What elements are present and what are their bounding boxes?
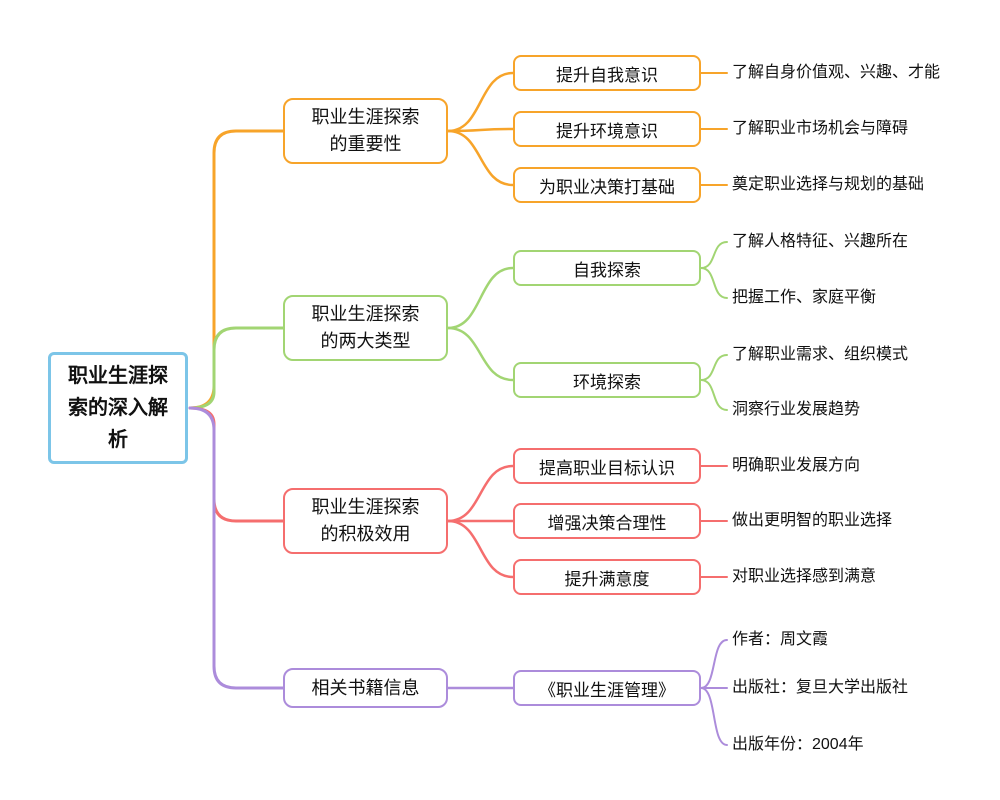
child-node-goal-awareness[interactable]: 提高职业目标认识 (513, 448, 701, 484)
connector-effects-child1 (446, 464, 515, 523)
child-node-env-exploration[interactable]: 环境探索 (513, 362, 701, 398)
connector-leaf-7 (700, 379, 728, 411)
connector-leaf-11 (700, 639, 728, 689)
connector-leaf-5 (700, 267, 728, 299)
connector-importance-child1 (446, 71, 515, 133)
leaf-text: 了解职业需求、组织模式 (732, 346, 909, 363)
child-node-self-exploration[interactable]: 自我探索 (513, 250, 701, 286)
leaf-text: 奠定职业选择与规划的基础 (732, 176, 925, 193)
connector-importance-child2 (446, 127, 515, 133)
leaf-text: 洞察行业发展趋势 (732, 401, 861, 418)
connector-types-child2 (446, 326, 515, 382)
leaf-text: 对职业选择感到满意 (732, 568, 877, 585)
connector-root-books (188, 406, 285, 690)
connector-effects-child3 (446, 519, 515, 579)
leaf-text: 了解职业市场机会与障碍 (732, 120, 909, 137)
leaf-text: 出版社：复旦大学出版社 (732, 679, 909, 696)
branch-node-books[interactable]: 相关书籍信息 (283, 668, 448, 708)
connector-leaf-6 (700, 354, 728, 381)
child-node-decision-foundation[interactable]: 为职业决策打基础 (513, 167, 701, 203)
leaf-text: 把握工作、家庭平衡 (732, 289, 877, 306)
child-node-book-title[interactable]: 《职业生涯管理》 (513, 670, 701, 706)
branch-node-effects[interactable]: 职业生涯探索的积极效用 (283, 488, 448, 554)
leaf-text: 了解人格特征、兴趣所在 (732, 233, 909, 250)
leaf-text: 明确职业发展方向 (732, 457, 861, 474)
connector-leaf-13 (700, 687, 728, 746)
leaf-text: 出版年份：2004年 (732, 736, 864, 753)
connector-root-types (188, 326, 285, 410)
leaf-text: 作者：周文霞 (732, 631, 829, 648)
child-node-env-awareness[interactable]: 提升环境意识 (513, 111, 701, 147)
connector-root-effects (188, 406, 285, 523)
child-node-decision-rationality[interactable]: 增强决策合理性 (513, 503, 701, 539)
connector-importance-child3 (446, 129, 515, 187)
child-node-self-awareness[interactable]: 提升自我意识 (513, 55, 701, 91)
connector-types-child1 (446, 266, 515, 330)
connector-root-importance (188, 129, 285, 410)
connector-leaf-4 (700, 241, 728, 269)
leaf-text: 做出更明智的职业选择 (732, 512, 893, 529)
branch-node-importance[interactable]: 职业生涯探索的重要性 (283, 98, 448, 164)
leaf-text: 了解自身价值观、兴趣、才能 (732, 64, 941, 81)
child-node-satisfaction[interactable]: 提升满意度 (513, 559, 701, 595)
root-node[interactable]: 职业生涯探索的深入解析 (48, 352, 188, 464)
branch-node-types[interactable]: 职业生涯探索的两大类型 (283, 295, 448, 361)
